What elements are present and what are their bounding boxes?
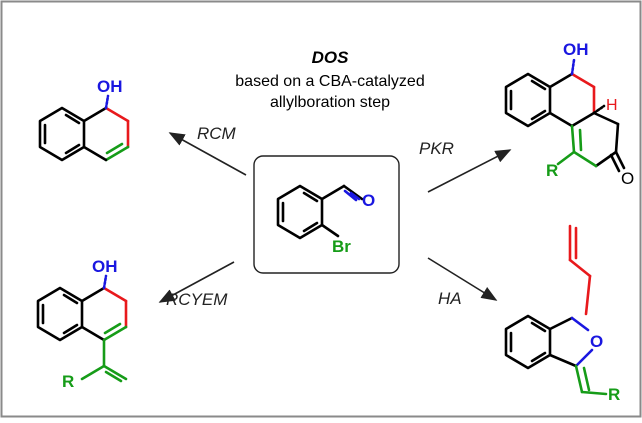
- rcm-product-structure: OH: [38, 77, 130, 162]
- label-rcm: RCM: [197, 124, 237, 143]
- pkr-h-label: H: [606, 97, 618, 114]
- ha-o-label: O: [590, 332, 603, 351]
- header-subtitle-1: based on a CBA-catalyzed: [235, 73, 424, 90]
- label-pkr: PKR: [419, 139, 454, 158]
- bromine-label: Br: [332, 237, 351, 256]
- oxygen-label: O: [362, 191, 375, 210]
- starting-material-box: [253, 155, 400, 274]
- pkr-oh-label: OH: [563, 40, 589, 59]
- pkr-product-structure: OH H R O: [504, 40, 634, 188]
- header-title: DOS: [312, 48, 350, 67]
- arrow-rcm: [168, 132, 247, 176]
- ha-product-structure: O R: [504, 224, 620, 404]
- arrow-pkr: [427, 149, 512, 193]
- label-ha: HA: [438, 289, 462, 308]
- header-subtitle-2: allylboration step: [270, 94, 390, 111]
- label-rcyem: RCYEM: [166, 290, 228, 309]
- rcyem-r-label: R: [62, 372, 74, 391]
- rcm-oh-label: OH: [97, 77, 123, 96]
- rcyem-product-structure: OH R: [36, 257, 128, 391]
- ha-r-label: R: [608, 385, 620, 404]
- pkr-r-label: R: [546, 161, 558, 180]
- arrow-rcyem: [158, 261, 235, 303]
- rcyem-oh-label: OH: [92, 257, 118, 276]
- arrow-ha: [427, 257, 498, 301]
- pkr-o-label: O: [621, 169, 634, 188]
- bromobenzaldehyde-structure: O Br: [276, 184, 375, 256]
